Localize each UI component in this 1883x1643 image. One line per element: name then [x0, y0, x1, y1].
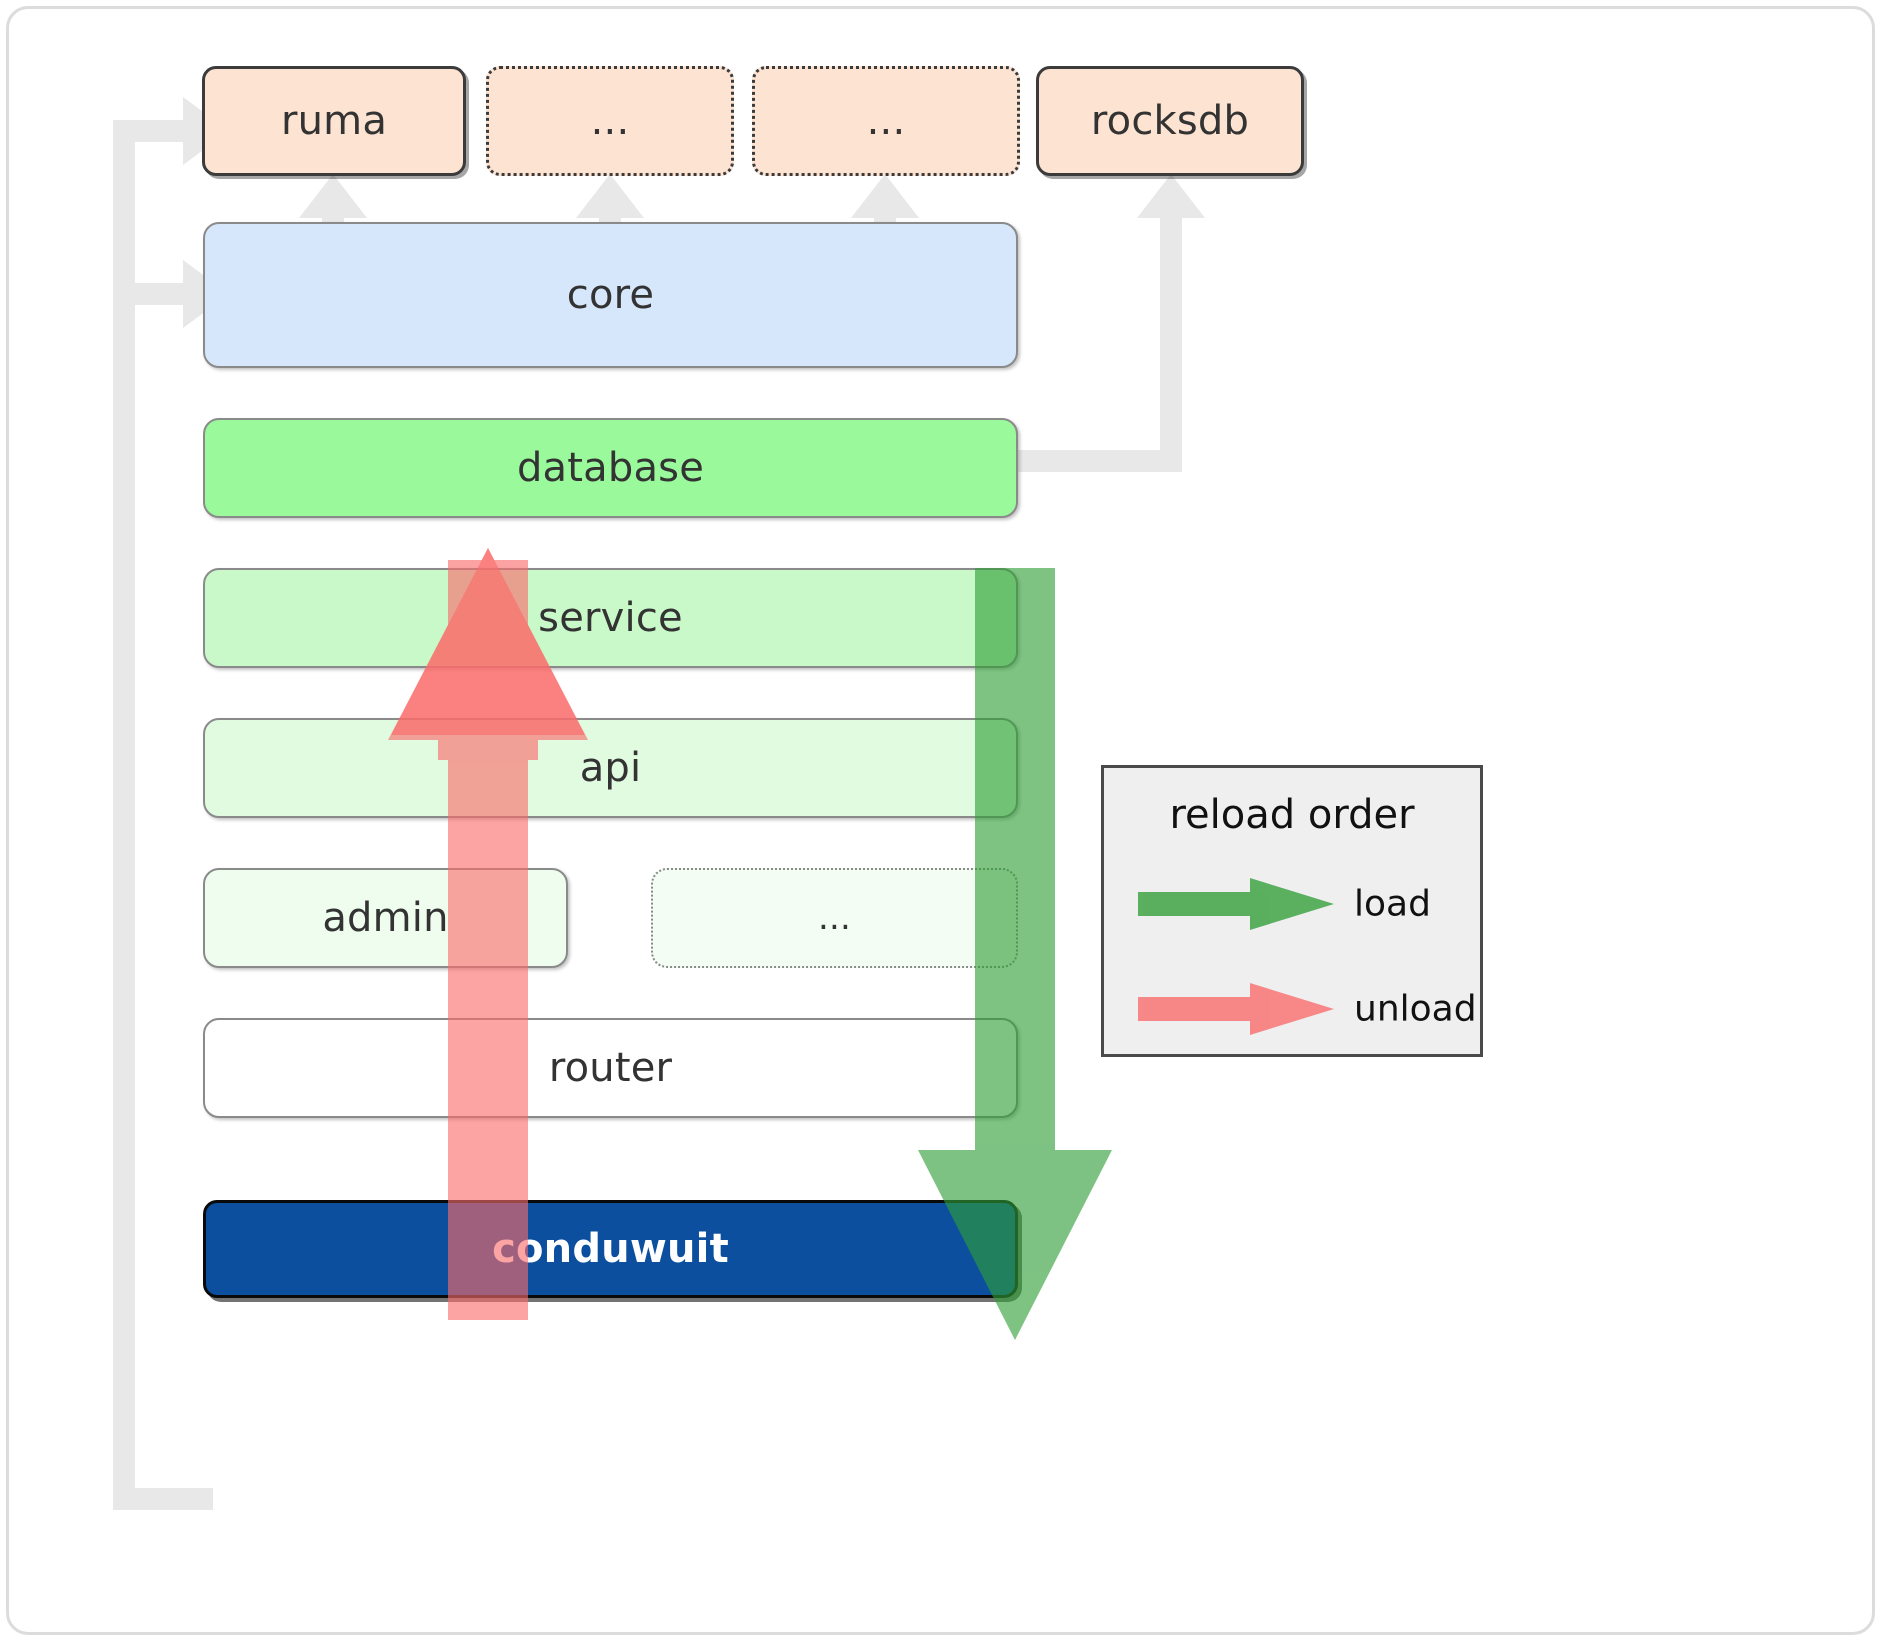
app-box-conduwuit[interactable]: conduwuit [203, 1200, 1018, 1298]
connector-branch-to-ruma [113, 120, 185, 142]
layer-box-router[interactable]: router [203, 1018, 1018, 1118]
layer-box-admin[interactable]: admin [203, 868, 568, 968]
layer-box-api[interactable]: api [203, 718, 1018, 818]
dependency-box-ellipsis-2[interactable]: ... [752, 66, 1020, 176]
layer-label: ... [817, 898, 852, 938]
app-label: conduwuit [492, 1226, 729, 1272]
legend-title: reload order [1169, 792, 1415, 838]
layer-label: database [516, 445, 705, 491]
legend-panel: reload order load unload [1101, 765, 1483, 1057]
connector-database-to-rocksdb-vertical [1160, 216, 1182, 472]
legend-row-unload: unload [1104, 978, 1480, 1040]
layer-label: core [566, 272, 655, 318]
layer-box-core[interactable]: core [203, 222, 1018, 368]
legend-label-unload: unload [1354, 988, 1477, 1030]
layer-label: api [579, 745, 642, 791]
dependency-box-rocksdb[interactable]: rocksdb [1036, 66, 1304, 176]
connector-branch-from-conduwuit [113, 1488, 213, 1510]
connector-branch-to-core [113, 283, 185, 305]
dependency-label: ... [866, 98, 906, 144]
load-arrow-icon [1138, 878, 1334, 930]
dependency-label: ... [590, 98, 630, 144]
connector-trunk-vertical [113, 120, 135, 1510]
dependency-label: rocksdb [1090, 98, 1250, 144]
core-to-dots2-arrowhead [851, 174, 919, 218]
dependency-box-ellipsis-1[interactable]: ... [486, 66, 734, 176]
layer-label: router [548, 1045, 673, 1091]
legend-label-load: load [1354, 883, 1431, 925]
dependency-box-ruma[interactable]: ruma [202, 66, 466, 176]
core-to-ruma-arrowhead [299, 174, 367, 218]
connector-arrow-to-rocksdb [1137, 174, 1205, 218]
layer-box-database[interactable]: database [203, 418, 1018, 518]
dependency-label: ruma [280, 98, 388, 144]
legend-row-load: load [1104, 873, 1480, 935]
layer-label: service [538, 595, 683, 641]
layer-box-ellipsis[interactable]: ... [651, 868, 1018, 968]
unload-arrow-icon [1138, 983, 1334, 1035]
core-to-dots1-arrowhead [576, 174, 644, 218]
layer-label: admin [322, 895, 449, 941]
layer-box-service[interactable]: service [203, 568, 1018, 668]
connector-database-to-rocksdb-horizontal [1016, 450, 1182, 472]
